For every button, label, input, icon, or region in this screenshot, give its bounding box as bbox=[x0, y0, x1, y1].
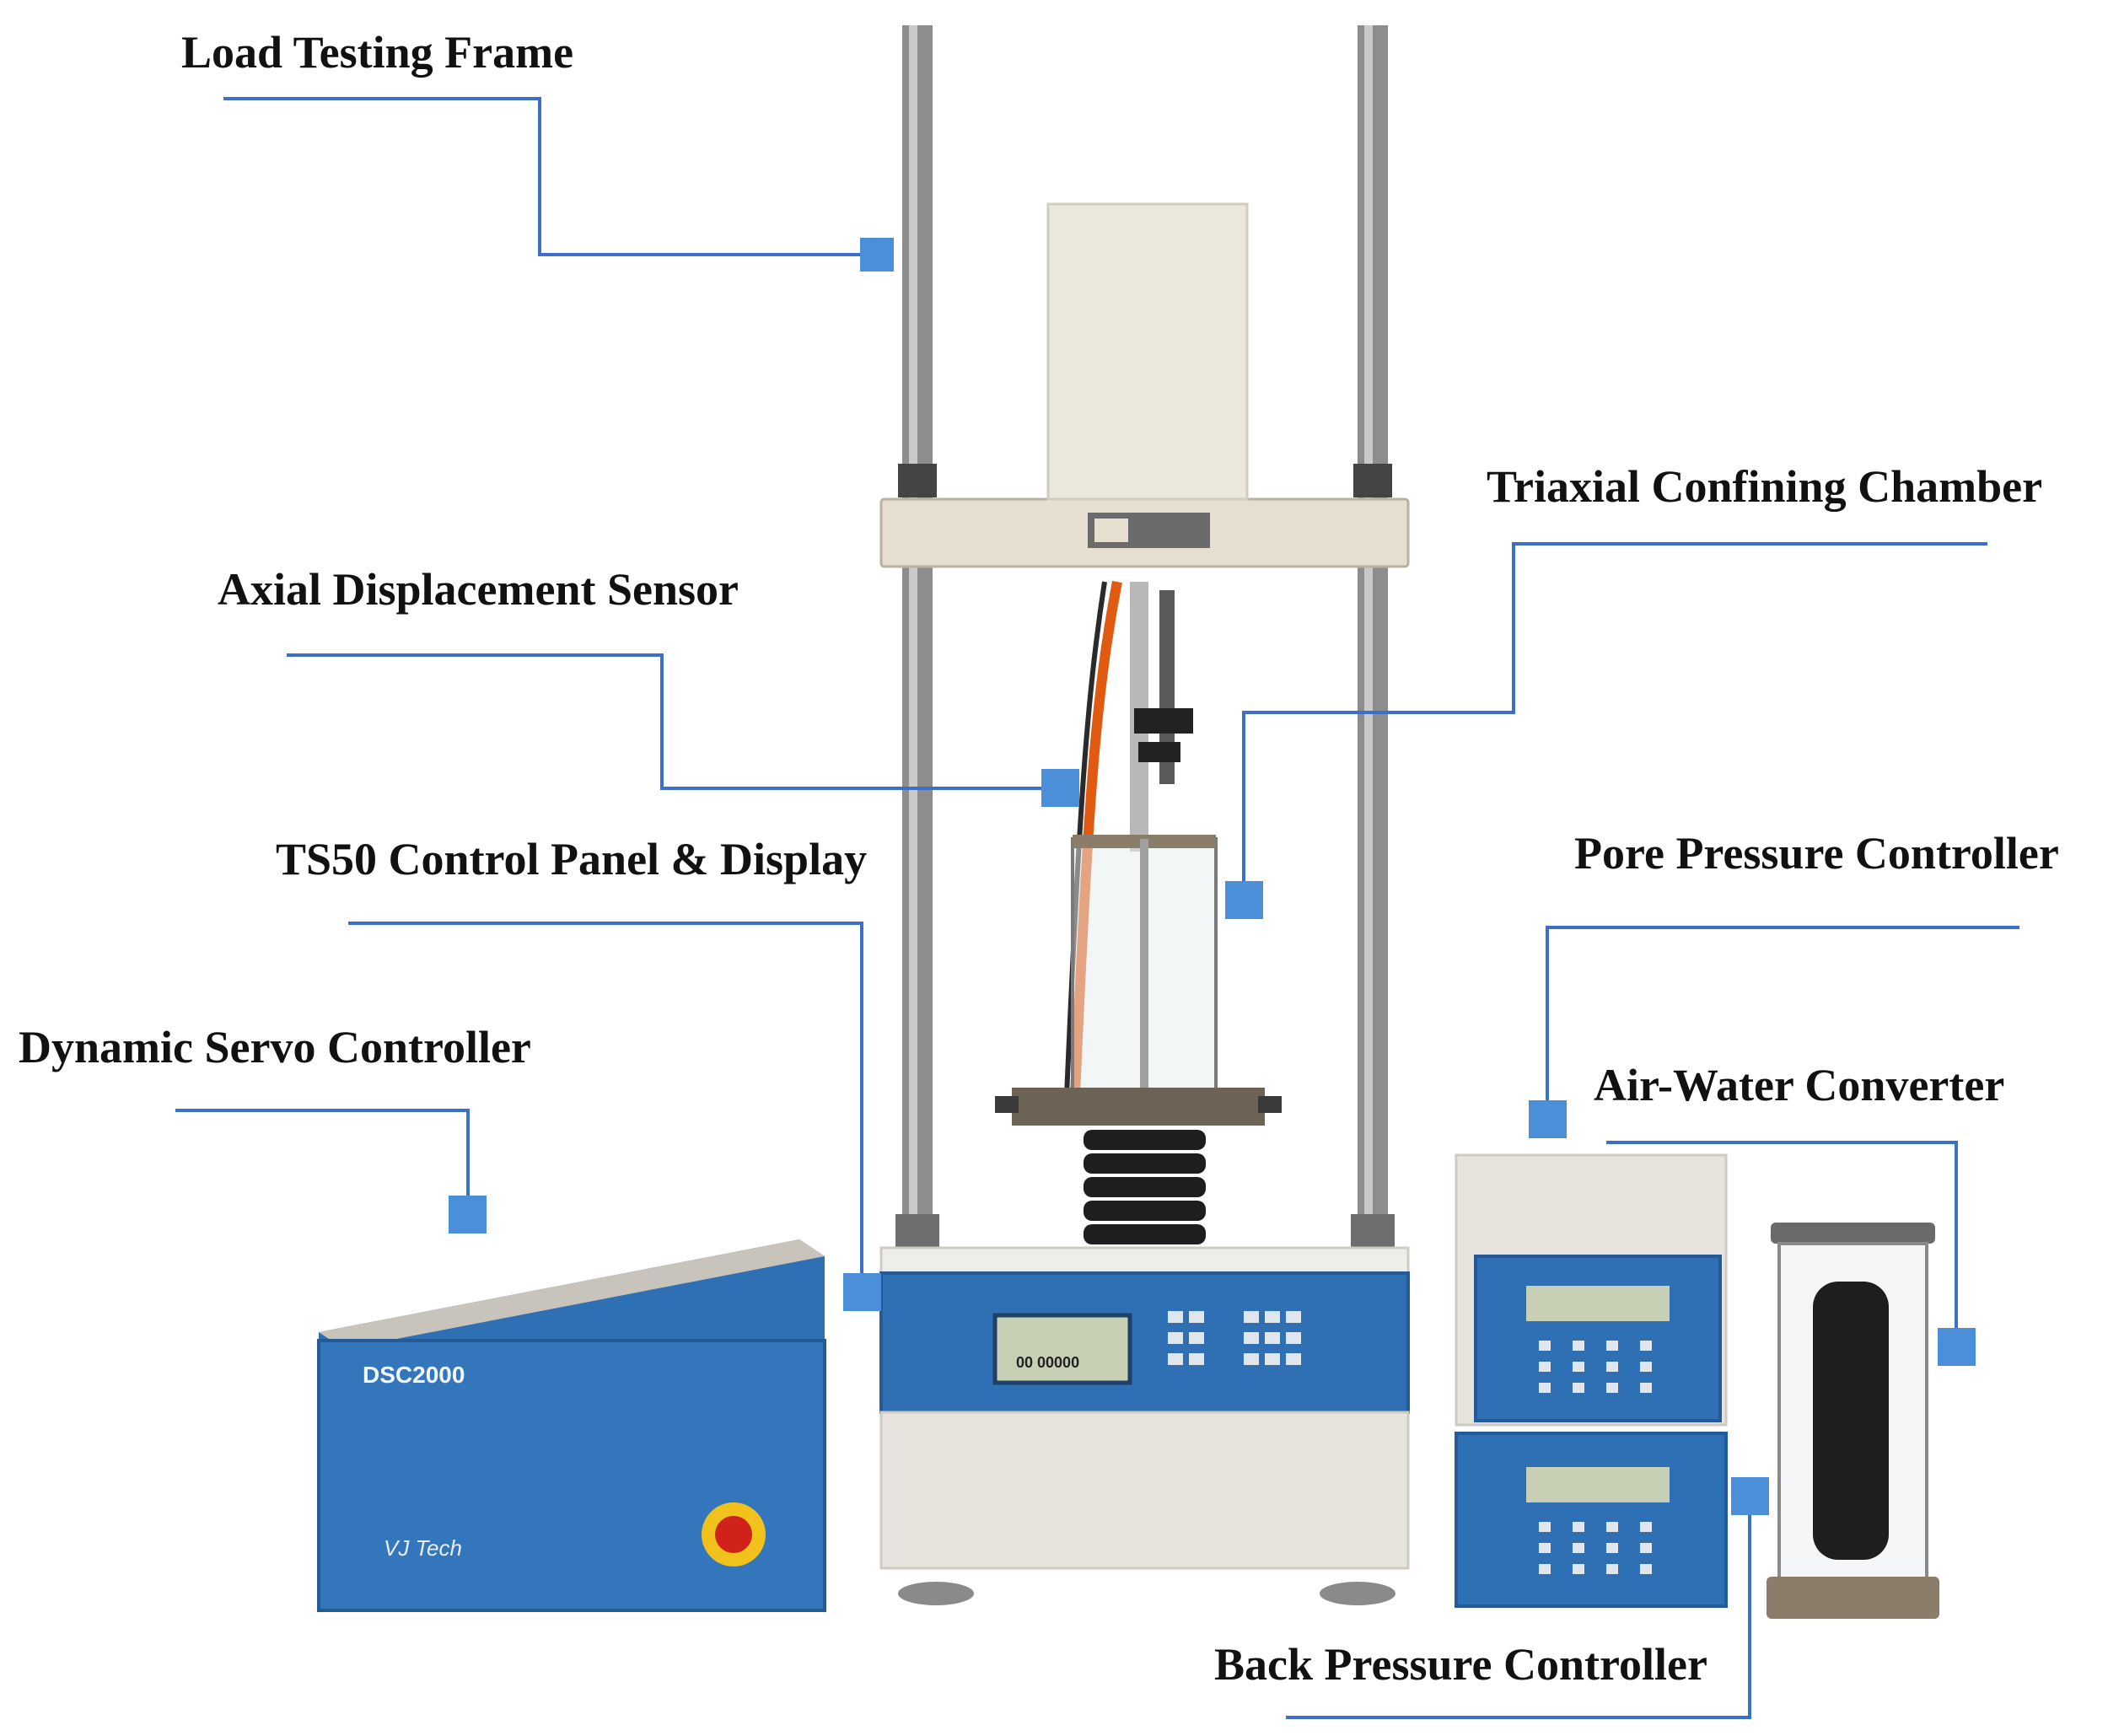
leader-axial-displacement-sensor bbox=[287, 653, 1058, 790]
leader-dynamic-servo-controller bbox=[175, 1109, 470, 1214]
leader-ts50-control-panel bbox=[348, 922, 863, 1290]
marker-load-testing-frame bbox=[860, 238, 894, 271]
dsc-brand-text: VJ Tech bbox=[384, 1535, 462, 1561]
triaxial-confining-chamber bbox=[995, 835, 1282, 1244]
leader-pore-pressure-controller bbox=[1546, 926, 2019, 1120]
dsc-model-text: DSC2000 bbox=[363, 1362, 465, 1388]
ts50-base-unit: 00 00000 bbox=[879, 1246, 1410, 1605]
label-pore-pressure-controller: Pore Pressure Controller bbox=[1574, 828, 2059, 879]
label-air-water-converter: Air-Water Converter bbox=[1594, 1060, 2005, 1110]
label-triaxial-confining-chamber: Triaxial Confining Chamber bbox=[1487, 461, 2043, 512]
annotation-leaders bbox=[175, 97, 2019, 1719]
marker-ts50-control-panel bbox=[843, 1273, 881, 1311]
leader-back-pressure-controller bbox=[1286, 1497, 1751, 1719]
marker-air-water-converter bbox=[1938, 1328, 1976, 1366]
leader-air-water-converter bbox=[1606, 1141, 1958, 1347]
label-axial-displacement-sensor: Axial Displacement Sensor bbox=[218, 564, 739, 615]
label-ts50-control-panel: TS50 Control Panel & Display bbox=[276, 834, 868, 884]
marker-triaxial-confining-chamber bbox=[1225, 881, 1263, 919]
marker-back-pressure-controller bbox=[1731, 1477, 1769, 1515]
marker-dynamic-servo-controller bbox=[449, 1196, 487, 1233]
label-dynamic-servo-controller: Dynamic Servo Controller bbox=[19, 1022, 531, 1072]
dsc2000-controller: DSC2000 VJ Tech bbox=[317, 1239, 826, 1612]
label-load-testing-frame: Load Testing Frame bbox=[181, 27, 574, 78]
leader-triaxial-confining-chamber bbox=[1242, 542, 1987, 900]
pressure-controllers bbox=[1455, 1153, 1728, 1608]
marker-pore-pressure-controller bbox=[1529, 1100, 1567, 1138]
ts50-display-value: 00 00000 bbox=[1016, 1354, 1079, 1371]
ts50-display-screen bbox=[992, 1313, 1132, 1385]
load-testing-frame bbox=[879, 25, 1410, 1248]
marker-axial-displacement-sensor bbox=[1041, 769, 1079, 807]
leader-load-testing-frame bbox=[223, 97, 877, 256]
label-back-pressure-controller: Back Pressure Controller bbox=[1214, 1639, 1707, 1690]
air-water-converter bbox=[1767, 1223, 1939, 1619]
